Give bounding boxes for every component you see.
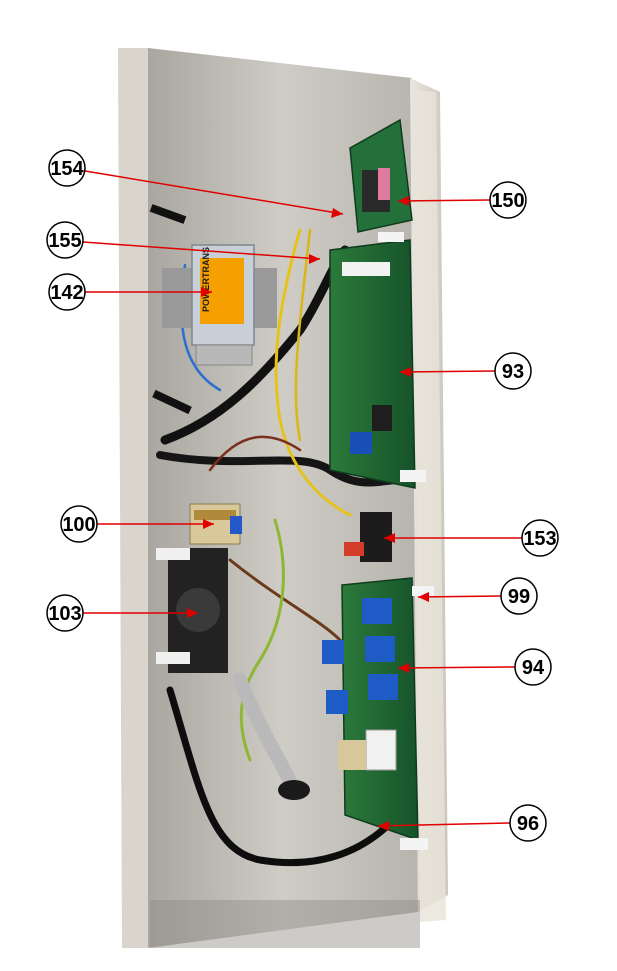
fan-hub — [176, 588, 220, 632]
callout-circle-96 — [509, 804, 547, 842]
callout-100: 100 — [60, 505, 214, 543]
arrowhead-93 — [400, 367, 411, 377]
callout-94: 94 — [397, 648, 552, 686]
callout-154: 154 — [48, 149, 344, 218]
callout-150: 150 — [397, 181, 527, 219]
grommet — [278, 780, 310, 800]
leader-line-155 — [82, 241, 321, 260]
arrowhead-96 — [378, 821, 389, 831]
red-connector — [344, 542, 364, 556]
callout-142: 142 — [48, 273, 212, 311]
beige-relay — [338, 740, 366, 770]
terminal-blue-cap — [230, 516, 242, 534]
callout-label-153: 153 — [523, 528, 556, 550]
pcb-capacitor — [350, 432, 372, 454]
transformer-label: POWERTRANS — [201, 247, 211, 312]
callout-circle-153 — [521, 519, 559, 557]
black-cable-bottom — [166, 686, 389, 867]
pcb-header — [342, 262, 390, 276]
relay-5 — [326, 690, 348, 714]
pcb-standoff-bottom — [400, 470, 426, 482]
callout-label-94: 94 — [522, 657, 545, 679]
leader-line-99 — [417, 595, 502, 598]
relay-1 — [362, 598, 392, 624]
transformer: POWERTRANS — [162, 244, 277, 366]
main-pcb — [329, 118, 426, 489]
grey-conduit — [233, 673, 299, 792]
arrowhead-142 — [201, 287, 212, 297]
callout-circle-155 — [46, 221, 84, 259]
arrowhead-155 — [309, 254, 320, 264]
brown-wires-2 — [208, 435, 302, 472]
power-relay — [365, 729, 397, 771]
callout-circle-93 — [494, 352, 532, 390]
callout-label-93: 93 — [502, 361, 524, 383]
callout-circle-150 — [489, 181, 527, 219]
relay-pcb-standoff — [400, 838, 428, 850]
callout-155: 155 — [46, 221, 321, 264]
cable-tie-middle — [152, 389, 192, 415]
green-yellow-earth — [239, 518, 285, 762]
relay-pcb-standoff-top — [412, 586, 434, 596]
pink-connector — [378, 168, 390, 200]
terminal-screws — [194, 510, 236, 520]
leader-line-96 — [377, 822, 511, 827]
cable-ties — [149, 204, 192, 415]
callout-99: 99 — [417, 577, 538, 615]
enclosure-bottom-shadow — [150, 900, 420, 948]
fan-standoff-bottom — [156, 652, 190, 664]
arrowhead-153 — [384, 533, 395, 543]
cooling-fan — [156, 548, 228, 673]
transformer-bracket — [195, 344, 253, 366]
pcb-chip — [372, 405, 392, 431]
relay-4 — [322, 640, 344, 664]
callout-label-96: 96 — [517, 813, 539, 835]
callout-circle-154 — [48, 149, 86, 187]
leader-line-154 — [84, 170, 344, 215]
leader-line-94 — [397, 666, 516, 669]
yellow-wires — [274, 228, 352, 517]
callout-circle-99 — [500, 577, 538, 615]
arrowhead-94 — [398, 663, 409, 673]
yellow-wires-2 — [294, 228, 312, 442]
relay-pcb — [322, 577, 434, 850]
fan-standoff-top — [156, 548, 190, 560]
callout-circle-100 — [60, 505, 98, 543]
relay-2 — [365, 636, 395, 662]
callout-96: 96 — [377, 804, 547, 842]
leader-line-93 — [399, 370, 496, 373]
callout-label-155: 155 — [48, 230, 81, 252]
wiring — [156, 228, 404, 867]
callout-circle-94 — [514, 648, 552, 686]
callout-label-150: 150 — [491, 190, 524, 212]
callouts: 154 155 142 150 93 — [46, 149, 559, 842]
relay-3 — [368, 674, 398, 700]
enclosure-rim-left — [118, 48, 150, 948]
arrowhead-103 — [187, 608, 198, 618]
arrowhead-99 — [418, 592, 429, 602]
callout-label-142: 142 — [50, 282, 83, 304]
leader-line-150 — [397, 199, 491, 202]
pcb-standoff-top — [378, 232, 404, 242]
callout-93: 93 — [399, 352, 532, 390]
callout-label-103: 103 — [48, 603, 81, 625]
callout-label-99: 99 — [508, 586, 530, 608]
callout-103: 103 — [46, 594, 198, 632]
arrowhead-154 — [331, 208, 343, 218]
cable-tie-top — [149, 204, 187, 224]
callout-153: 153 — [384, 519, 559, 557]
callout-circle-103 — [46, 594, 84, 632]
arrowhead-150 — [398, 196, 409, 206]
callout-label-100: 100 — [62, 514, 95, 536]
callout-circle-142 — [48, 273, 86, 311]
callout-label-154: 154 — [50, 158, 84, 180]
enclosure-rim-right — [414, 90, 446, 922]
main-pcb-board — [329, 239, 416, 489]
arrowhead-100 — [203, 519, 214, 529]
